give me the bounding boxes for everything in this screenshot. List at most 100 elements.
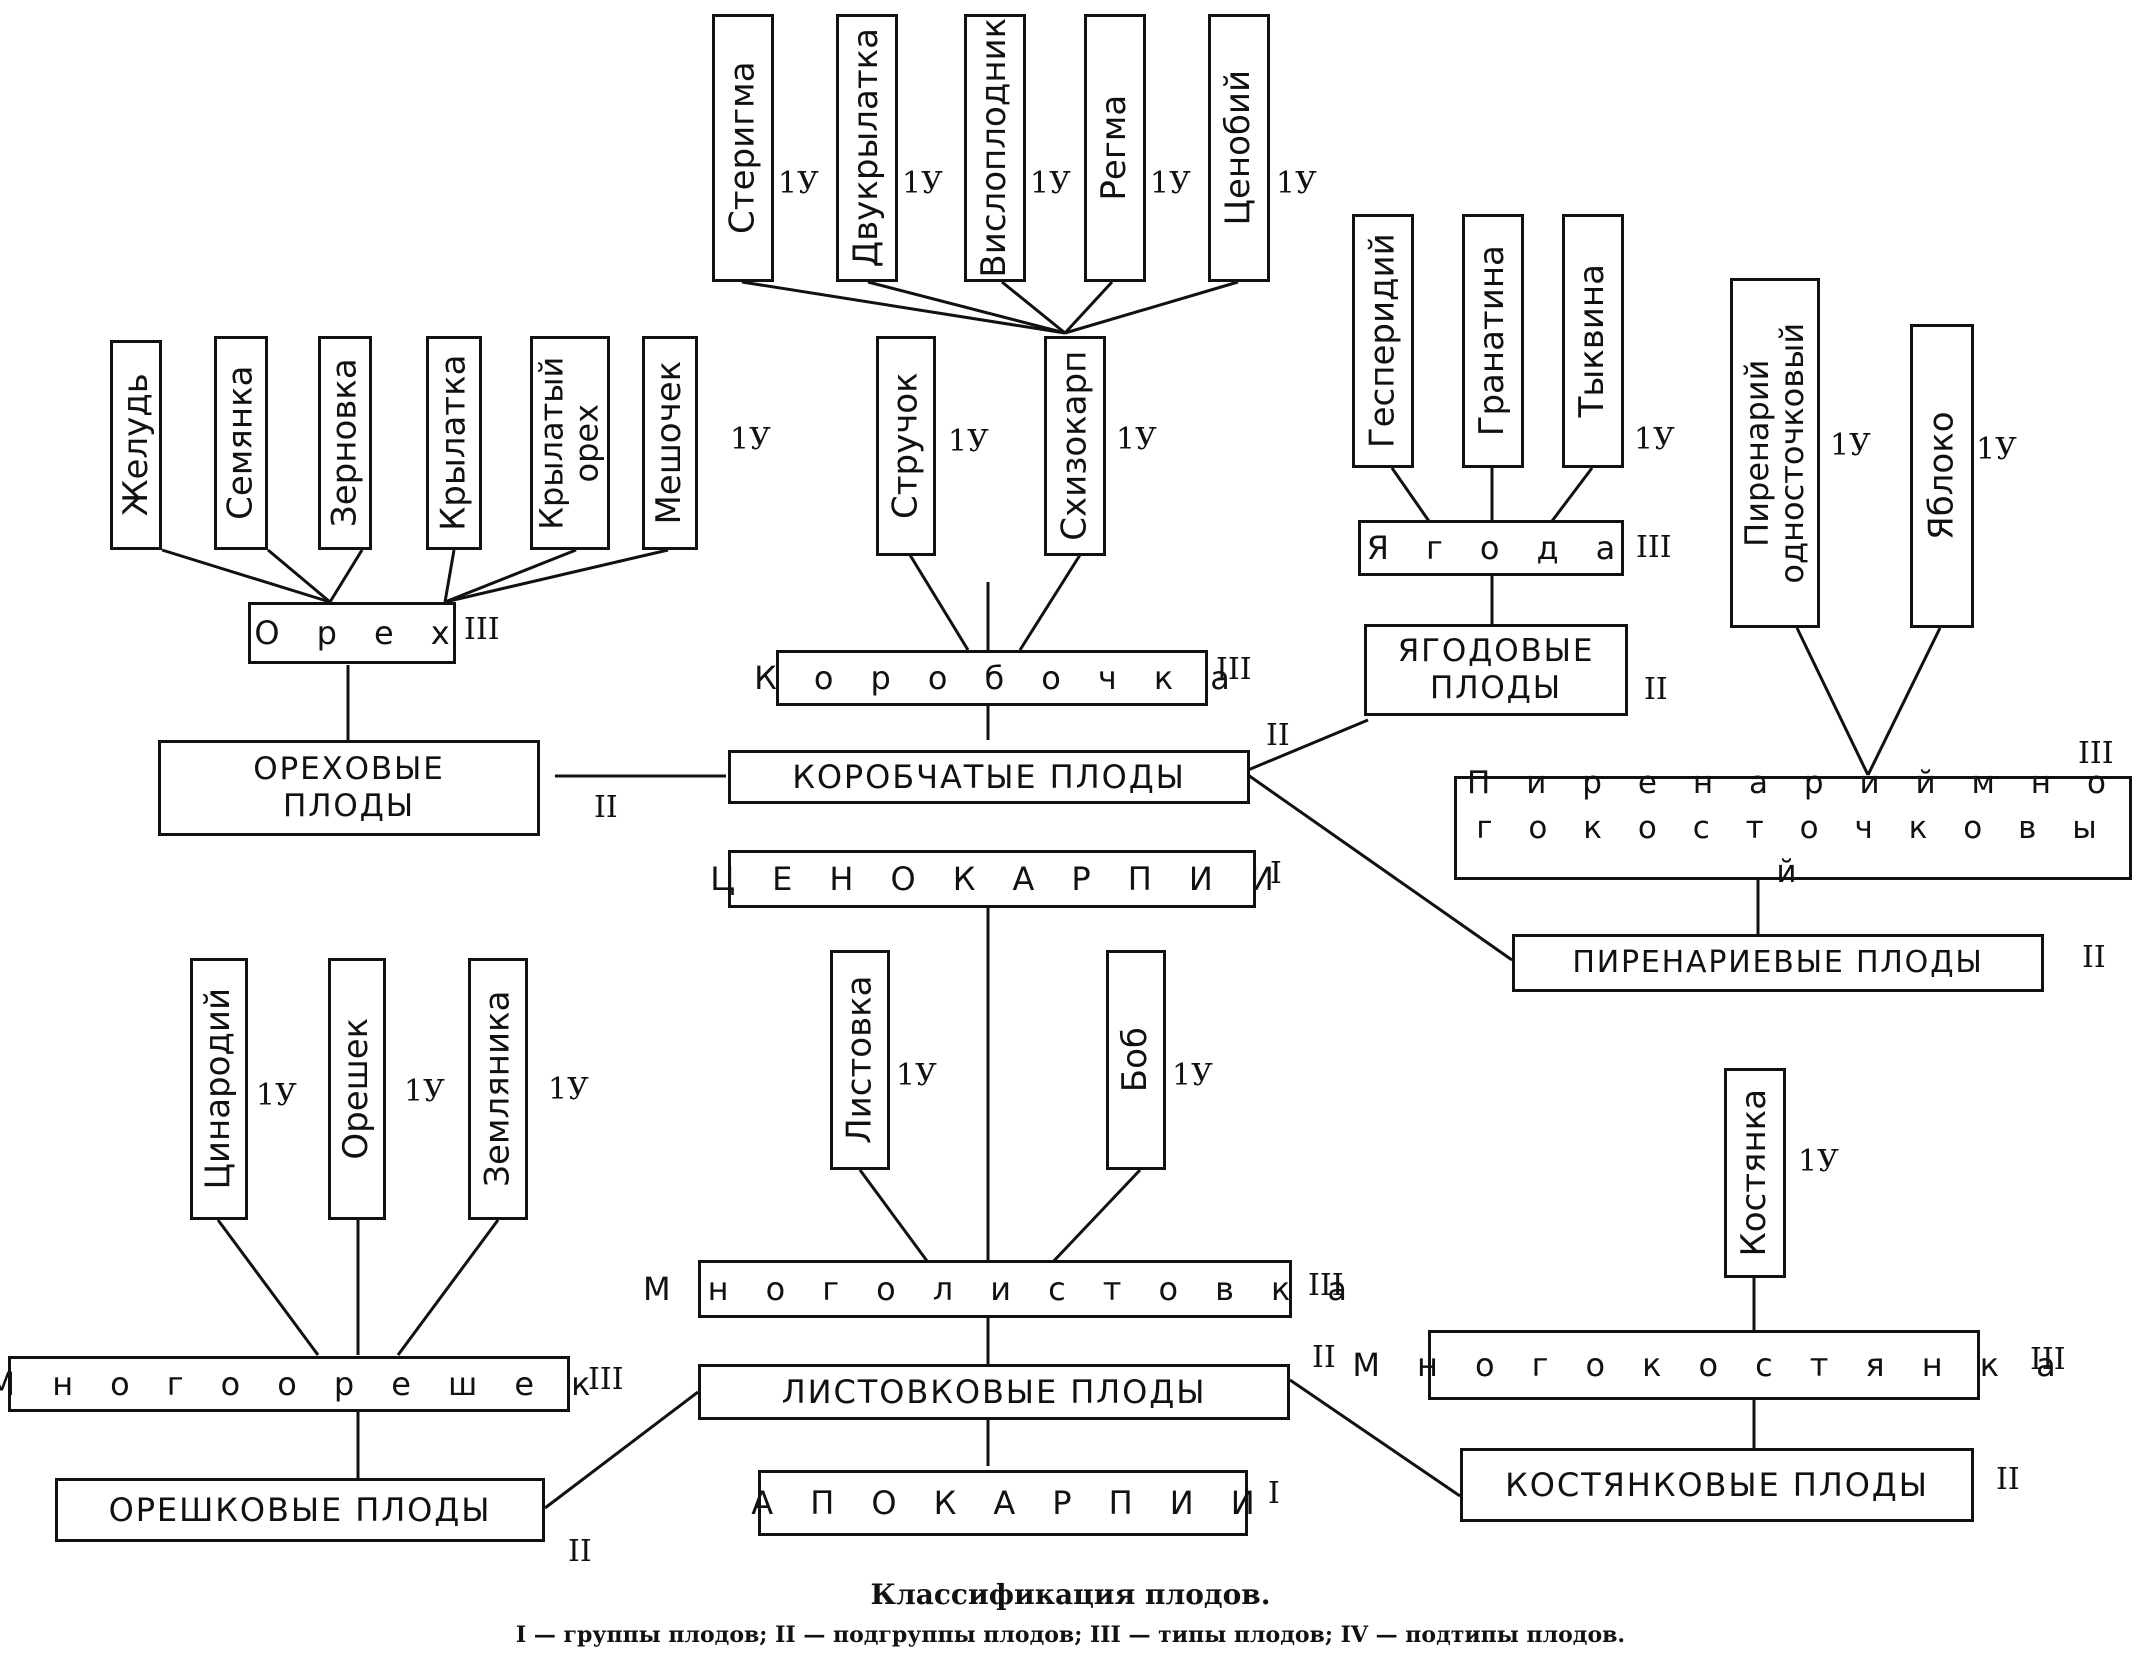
node-zemlyanika-label: Земляника	[477, 990, 518, 1188]
node-tykvina: Тыквина	[1562, 214, 1624, 468]
node-zhelud: Желудь	[110, 340, 162, 550]
node-granatina: Гранатина	[1462, 214, 1524, 468]
level-mark-oreh: III	[464, 612, 500, 647]
level-mark-bob: 1У	[1172, 1058, 1213, 1093]
level-mark-cenobiy: 1У	[1276, 166, 1317, 201]
level-mark-korobchatye: II	[1266, 718, 1290, 753]
level-mark-regma: 1У	[1150, 166, 1191, 201]
level-mark-korobochka: III	[1216, 652, 1252, 687]
node-krylatka-label: Крылатка	[433, 354, 474, 532]
node-apokarpii: А П О К А Р П И И	[751, 1470, 1255, 1536]
node-zernovka: Зерновка	[318, 336, 372, 550]
node-oreshkovye: ОРЕШКОВЫЕ ПЛОДЫ	[55, 1478, 545, 1542]
level-mark-dvukrylatka: 1У	[902, 166, 943, 201]
node-yagoda: Я г о д а	[1358, 520, 1624, 576]
node-struchok-label: Стручок	[885, 372, 926, 520]
node-yabloko: Яблоко	[1910, 324, 1974, 628]
level-mark-mnogooreshek: III	[588, 1362, 624, 1397]
level-mark-yabloko: 1У	[1976, 432, 2017, 467]
node-yabloko-label: Яблоко	[1921, 411, 1962, 541]
node-listovka-label: Листовка	[839, 975, 880, 1145]
node-cenobiy-label: Ценобий	[1218, 70, 1259, 226]
node-meshochek: Мешочек	[642, 336, 698, 550]
level-mark-kostyankovye: II	[1996, 1462, 2020, 1497]
node-struchok: Стручок	[876, 336, 936, 556]
node-dvukrylatka-label: Двукрылатка	[846, 28, 887, 268]
node-pirenariy-mnogokostochkovyy: П и р е н а р и й м н о г о к о с т о ч …	[1454, 765, 2132, 890]
level-mark-yagoda: III	[1636, 530, 1672, 565]
node-mnogolistovka: М н о г о л и с т о в к а	[643, 1260, 1347, 1318]
node-listovkovye: ЛИСТОВКОВЫЕ ПЛОДЫ	[698, 1364, 1290, 1420]
level-mark-mnogolistovka: III	[1308, 1268, 1344, 1303]
level-mark-orehovye: II	[594, 790, 618, 825]
level-mark-pirenariy-odno: 1У	[1830, 428, 1871, 463]
level-mark-struchok: 1У	[948, 424, 989, 459]
node-krylatka: Крылатка	[426, 336, 482, 550]
level-mark-sterigma: 1У	[778, 166, 819, 201]
node-zhelud-label: Желудь	[115, 373, 156, 517]
caption-title: Классификация плодов.	[870, 1578, 1271, 1611]
node-korobchatye: КОРОБЧАТЫЕ ПЛОДЫ	[728, 750, 1250, 804]
node-tykvina-label: Тыквина	[1572, 264, 1613, 418]
level-mark-kostyanka: 1У	[1798, 1144, 1839, 1179]
node-kostyankovye: КОСТЯНКОВЫЕ ПЛОДЫ	[1460, 1448, 1974, 1522]
node-korobochka: К о р о б о ч к а	[754, 650, 1230, 706]
level-mark-yagodovye: II	[1644, 672, 1668, 707]
node-krylatyy-oreh: Крылатый орех	[530, 336, 610, 550]
node-oreshek: Орешек	[328, 958, 386, 1220]
node-mnogokostyanka: М н о г о к о с т я н к а	[1352, 1330, 2056, 1400]
node-gesperidiy: Гесперидий	[1352, 214, 1414, 468]
node-pirenariy-odnokostochkovyy: Пиренарий односточковый	[1730, 278, 1820, 628]
node-semyanka-label: Семянка	[220, 365, 261, 521]
node-vislooplodnik: Вислоплодник	[964, 14, 1026, 282]
node-bob-label: Боб	[1115, 1027, 1156, 1093]
level-mark-pirenarievye: II	[2082, 940, 2106, 975]
node-cinarodiy: Цинародий	[190, 958, 248, 1220]
node-semyanka: Семянка	[214, 336, 268, 550]
level-mark-pirenariy-mnogo: III	[2078, 736, 2114, 771]
node-zemlyanika: Земляника	[468, 958, 528, 1220]
level-mark-yagoda-leaves: 1У	[1634, 422, 1675, 457]
node-bob: Боб	[1106, 950, 1166, 1170]
level-mark-vislooplodnik: 1У	[1030, 166, 1071, 201]
caption-legend: I — группы плодов; II — подгруппы плодов…	[515, 1622, 1626, 1648]
level-mark-mnogokostyanka: III	[2030, 1342, 2066, 1377]
node-orehovye: ОРЕХОВЫЕ ПЛОДЫ	[158, 740, 540, 836]
node-listovka: Листовка	[830, 950, 890, 1170]
node-pirenariy-odnokostochkovyy-label: Пиренарий односточковый	[1737, 322, 1811, 584]
node-meshochek-label: Мешочек	[649, 361, 690, 525]
level-mark-cenokarpii: I	[1270, 856, 1282, 891]
node-granatina-label: Гранатина	[1472, 245, 1513, 437]
node-gesperidiy-label: Гесперидий	[1362, 233, 1403, 449]
level-mark-oreh-leaves: 1У	[730, 422, 771, 457]
level-mark-listovka: 1У	[896, 1058, 937, 1093]
node-dvukrylatka: Двукрылатка	[836, 14, 898, 282]
node-regma-label: Регма	[1094, 95, 1135, 201]
node-shizokarp-label: Схизокарп	[1054, 350, 1095, 542]
node-oreshek-label: Орешек	[336, 1018, 377, 1160]
node-pirenarievye: ПИРЕНАРИЕВЫЕ ПЛОДЫ	[1512, 934, 2044, 992]
node-yagodovye: ЯГОДОВЫЕ ПЛОДЫ	[1364, 624, 1628, 716]
node-krylatyy-oreh-label: Крылатый орех	[532, 356, 606, 530]
level-mark-oreshkovye: II	[568, 1534, 592, 1569]
node-kostyanka-label: Костянка	[1734, 1089, 1775, 1257]
level-mark-shizokarp: 1У	[1116, 422, 1157, 457]
node-shizokarp: Схизокарп	[1044, 336, 1106, 556]
node-vislooplodnik-label: Вислоплодник	[974, 18, 1015, 278]
node-regma: Регма	[1084, 14, 1146, 282]
node-sterigma: Стеригма	[712, 14, 774, 282]
node-cenobiy: Ценобий	[1208, 14, 1270, 282]
node-mnogooreshek: М н о г о о р е ш е к	[0, 1356, 590, 1412]
node-zernovka-label: Зерновка	[324, 358, 365, 528]
node-cenokarpii: Ц Е Н О К А Р П И И	[710, 850, 1274, 908]
level-mark-listovkovye: II	[1312, 1340, 1336, 1375]
level-mark-cinarodiy: 1У	[256, 1078, 297, 1113]
node-oreh: О р е х	[248, 602, 456, 664]
node-kostyanka: Костянка	[1724, 1068, 1786, 1278]
level-mark-oreshek: 1У	[404, 1074, 445, 1109]
level-mark-zemlyanika: 1У	[548, 1072, 589, 1107]
level-mark-apokarpii: I	[1268, 1476, 1280, 1511]
node-sterigma-label: Стеригма	[722, 61, 763, 235]
